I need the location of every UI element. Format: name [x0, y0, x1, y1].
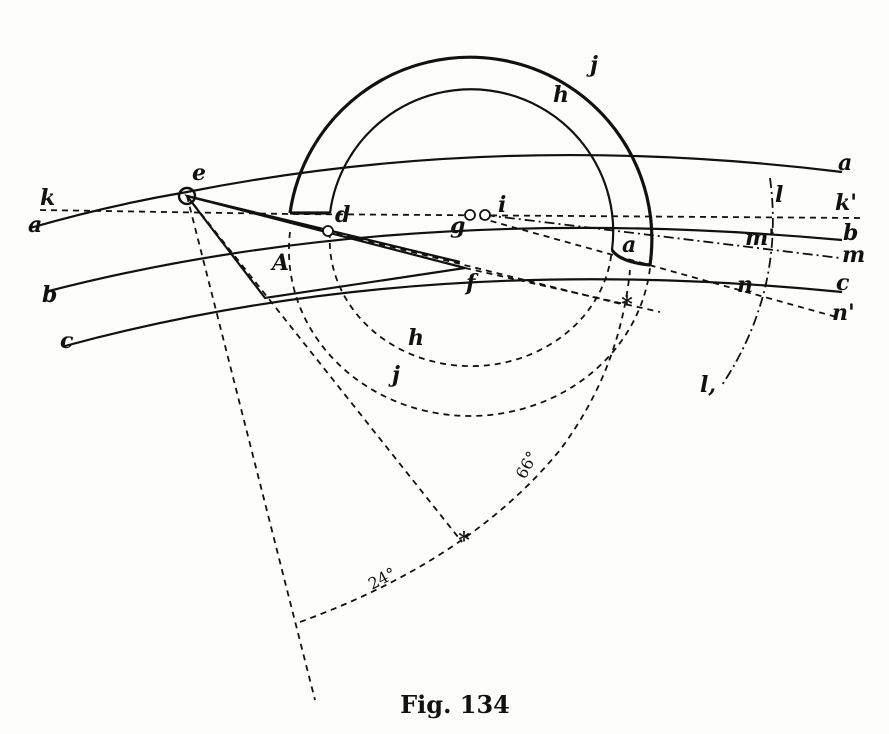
label-m-right: m [842, 242, 865, 268]
angle-24-label: 24° [365, 563, 399, 593]
label-k-right: k' [835, 190, 857, 216]
label-j-bottom: j [388, 362, 400, 388]
curve-b [44, 226, 843, 294]
label-i: i [498, 192, 506, 218]
label-l-bottom: l, [700, 372, 716, 398]
line-n [479, 217, 841, 319]
label-a-left: a [28, 212, 42, 238]
label-f: f [464, 270, 479, 296]
point-g [464, 209, 476, 221]
label-a-right: a [838, 150, 852, 176]
radial-line-66 [186, 195, 463, 543]
figure-caption: Fig. 134 [400, 690, 510, 719]
label-j-top: j [586, 52, 598, 78]
label-n-right: n' [832, 300, 855, 326]
label-c-right: c [836, 270, 850, 296]
label-l-top: l [775, 182, 783, 208]
triangle-A [184, 194, 466, 300]
point-d [322, 225, 334, 237]
label-h-bottom: h [408, 325, 424, 351]
star-mark: * [621, 292, 633, 318]
label-g: g [450, 213, 465, 239]
label-b-right: b [843, 220, 858, 246]
label-A: A [270, 250, 289, 276]
arc-l [721, 177, 774, 386]
label-h-top: h [553, 82, 569, 108]
arc-j [288, 231, 651, 417]
point-e [177, 186, 197, 206]
label-k-left: k [40, 185, 55, 211]
arc-h [328, 231, 613, 367]
arc-angle [299, 269, 631, 623]
horseshoe-end-right [610, 249, 651, 267]
label-b-left: b [42, 282, 57, 308]
label-a-mid: a [622, 232, 636, 258]
line-k [39, 209, 861, 219]
horseshoe-inner [328, 88, 615, 251]
label-m-prime: m' [745, 225, 775, 251]
label-d: d [335, 202, 350, 228]
radial-line-24 [186, 195, 316, 701]
label-n-mid: n [737, 272, 753, 298]
horseshoe-outer [288, 55, 654, 266]
label-c-left: c [60, 328, 74, 354]
curve-c [64, 278, 843, 348]
radial-line-d [186, 195, 626, 306]
star-mark: * [458, 528, 470, 554]
label-e: e [192, 160, 206, 186]
curve-a [29, 153, 843, 230]
point-i [479, 209, 491, 221]
